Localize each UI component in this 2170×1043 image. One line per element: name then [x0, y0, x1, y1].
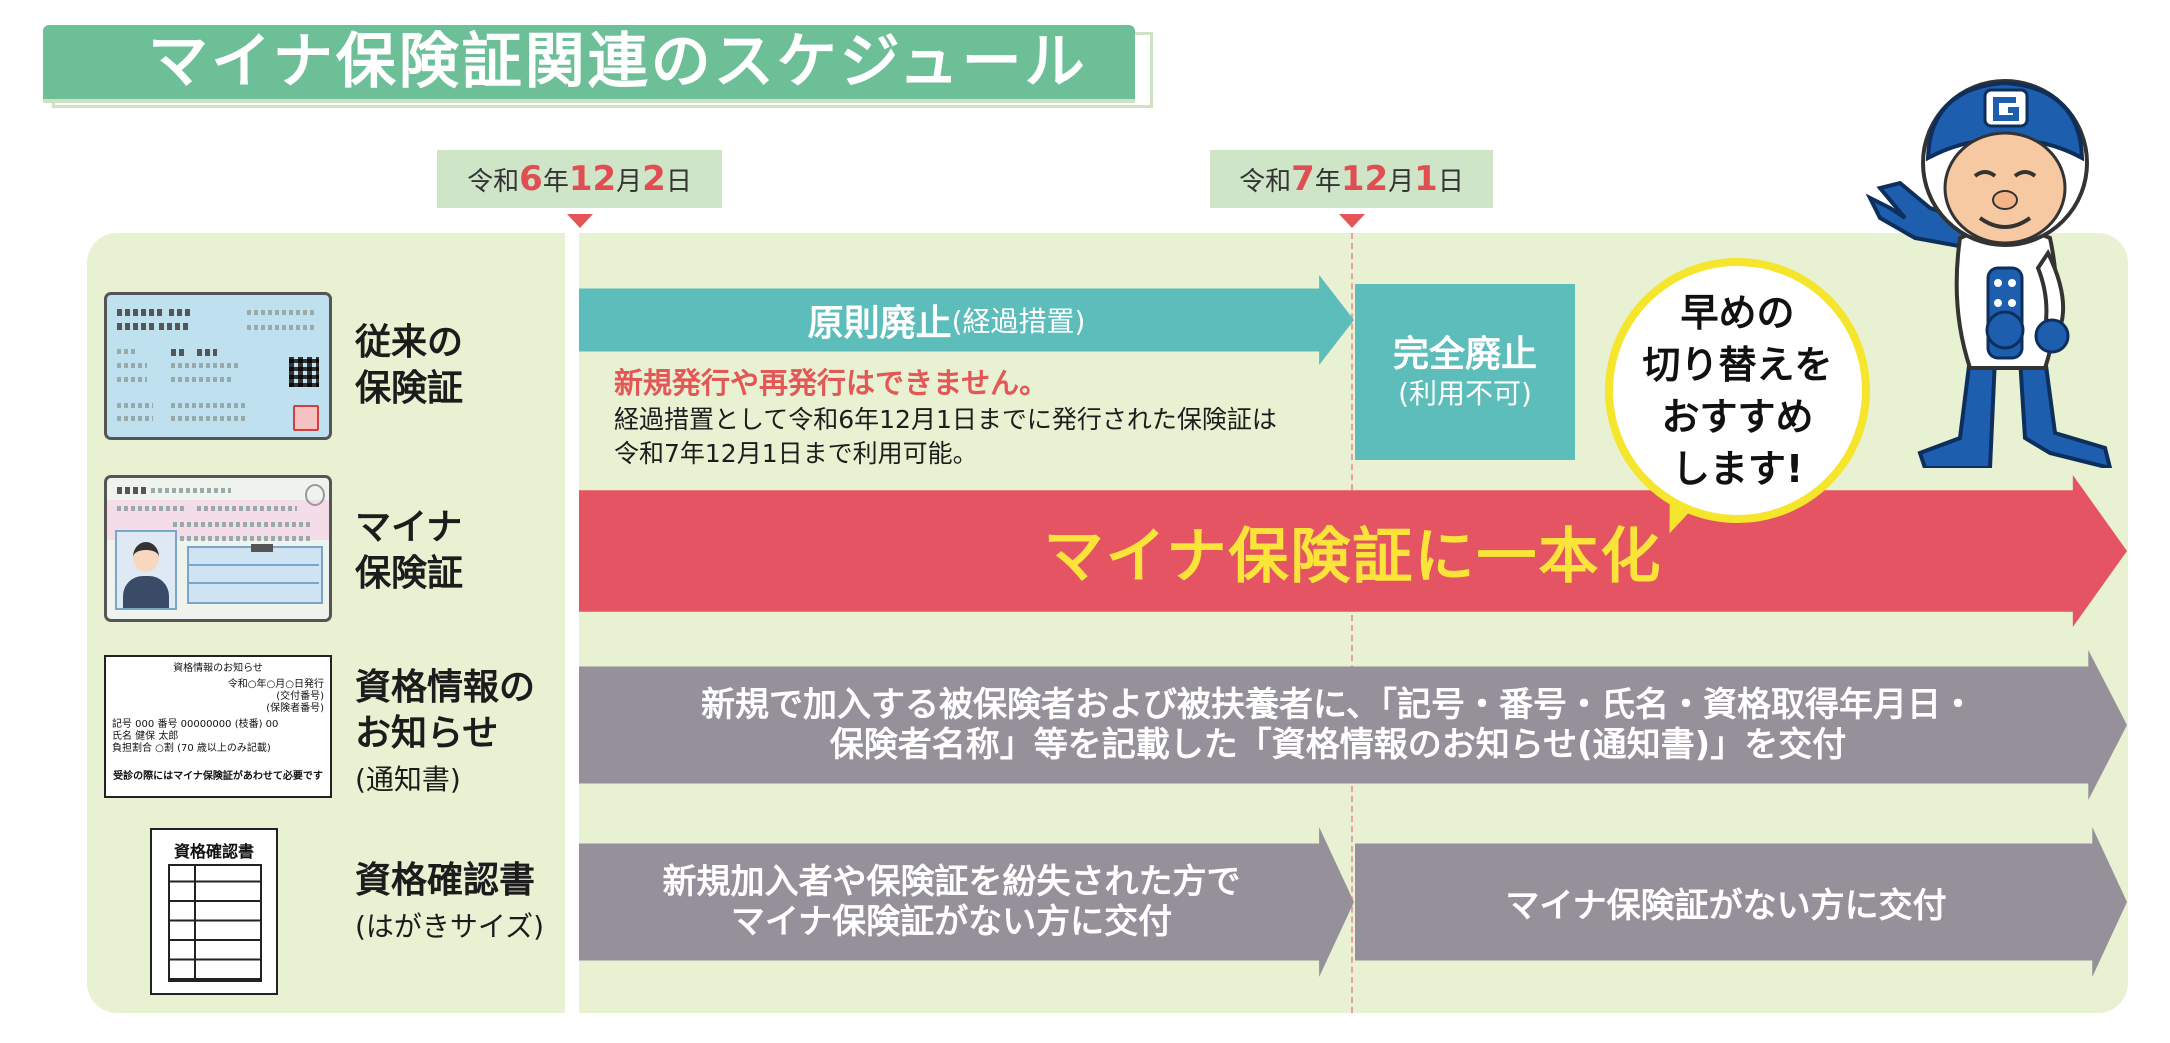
speech-bubble-line: 早めの	[1680, 290, 1795, 335]
certificate-arrow-text: マイナ保険証がない方に交付	[1505, 885, 1947, 926]
myna-unification-arrow: マイナ保険証に一本化	[579, 475, 2127, 627]
notice-line: (保険者番号)	[266, 703, 324, 714]
row-label-line: (通知書)	[355, 763, 461, 796]
certificate-postcard-icon: 資格確認書	[150, 828, 278, 995]
my-number-card-icon	[104, 475, 332, 622]
certificate-arrow-after: マイナ保険証がない方に交付	[1355, 827, 2127, 977]
row-label-line: 資格確認書	[355, 860, 536, 901]
notice-title: 資格情報のお知らせ	[173, 663, 263, 674]
full-abolition-sublabel: (利用不可)	[1398, 377, 1532, 410]
row-label-old-card: 従来の 保険証	[355, 320, 463, 412]
notice-line: 記号 000 番号 00000000 (枝番) 00	[112, 719, 279, 730]
row-label-line: 保険証	[355, 368, 464, 409]
info-notice-text: 保険者名称」等を記載した「資格情報のお知らせ(通知書)」を交付	[829, 725, 1847, 765]
certificate-arrow-text: 新規加入者や保険証を紛失された方で	[662, 862, 1241, 902]
health-insurance-card-icon	[104, 292, 332, 440]
date-era: 令和	[467, 166, 520, 197]
date-pointer-start	[567, 214, 593, 228]
date-day: 2	[642, 159, 666, 199]
column-divider	[565, 233, 579, 1013]
date-month: 12	[568, 159, 617, 199]
row-label-line: 資格情報の	[355, 667, 536, 708]
date-day-unit: 日	[1437, 166, 1464, 197]
deadline-dashed-line	[1351, 233, 1353, 1013]
date-year: 7	[1291, 159, 1315, 199]
row-label-line: 保険証	[355, 553, 464, 594]
speech-bubble-line: 切り替えを	[1642, 342, 1833, 387]
date-year-unit: 年	[542, 166, 569, 197]
date-day-unit: 日	[665, 166, 692, 197]
info-notice-arrow: 新規で加入する被保険者および被扶養者に、「記号・番号・氏名・資格取得年月日・ 保…	[579, 650, 2127, 800]
row-label-myna-card: マイナ 保険証	[355, 505, 463, 597]
full-abolition-label: 完全廃止	[1392, 334, 1537, 375]
mascot-icon	[1865, 79, 2113, 468]
date-month: 12	[1340, 159, 1389, 199]
no-reissue-warning: 新規発行や再発行はできません。	[614, 366, 1049, 400]
notice-line: 負担割合 ○割 (70 歳以上のみ記載)	[112, 743, 271, 754]
row-label-certificate: 資格確認書 (はがきサイズ)	[355, 858, 544, 950]
transition-arrow-sublabel: (経過措置)	[951, 305, 1086, 338]
full-abolition-box: 完全廃止 (利用不可)	[1355, 284, 1575, 460]
info-notice-text: 新規で加入する被保険者および被扶養者に、「記号・番号・氏名・資格取得年月日・	[701, 685, 1975, 725]
date-era: 令和	[1239, 166, 1292, 197]
notice-line: 受診の際にはマイナ保険証があわせて必要です	[113, 771, 323, 782]
speech-bubble-line: おすすめ	[1661, 394, 1814, 439]
transition-arrow: 原則廃止(経過措置)	[579, 275, 1354, 365]
certificate-arrow-initial: 新規加入者や保険証を紛失された方で マイナ保険証がない方に交付	[579, 827, 1354, 977]
certificate-arrow-text: マイナ保険証がない方に交付	[730, 902, 1173, 942]
date-month-unit: 月	[616, 166, 643, 197]
certificate-grid	[168, 864, 262, 982]
notice-line: (交付番号)	[276, 691, 324, 702]
row-label-line: お知らせ	[355, 713, 499, 754]
date-pointer-end	[1339, 214, 1365, 228]
speech-bubble: 早めの 切り替えを おすすめ します!	[1605, 258, 1870, 523]
notice-line: 令和○年○月○日発行	[227, 679, 324, 690]
date-year-unit: 年	[1314, 166, 1341, 197]
date-day: 1	[1414, 159, 1438, 199]
myna-unification-label: マイナ保険証に一本化	[1043, 521, 1663, 592]
transition-arrow-label: 原則廃止	[807, 303, 952, 344]
row-label-line: (はがきサイズ)	[355, 910, 545, 943]
row-label-line: マイナ	[355, 507, 463, 548]
page-title: マイナ保険証関連のスケジュール	[148, 27, 1088, 97]
speech-bubble-line: します!	[1671, 446, 1804, 491]
transition-note-line: 経過措置として令和6年12月1日までに発行された保険証は	[614, 405, 1277, 434]
transition-note-line: 令和7年12月1日まで利用可能。	[614, 439, 978, 468]
notice-document-icon: 資格情報のお知らせ 令和○年○月○日発行 (交付番号) (保険者番号) 記号 0…	[104, 655, 332, 798]
row-label-info-notice: 資格情報の お知らせ (通知書)	[355, 665, 535, 803]
date-year: 6	[519, 159, 543, 199]
certificate-title: 資格確認書	[173, 842, 254, 861]
row-label-line: 従来の	[355, 322, 464, 363]
notice-line: 氏名 健保 太郎	[112, 731, 179, 742]
date-month-unit: 月	[1388, 166, 1415, 197]
title-banner	[43, 25, 1135, 99]
